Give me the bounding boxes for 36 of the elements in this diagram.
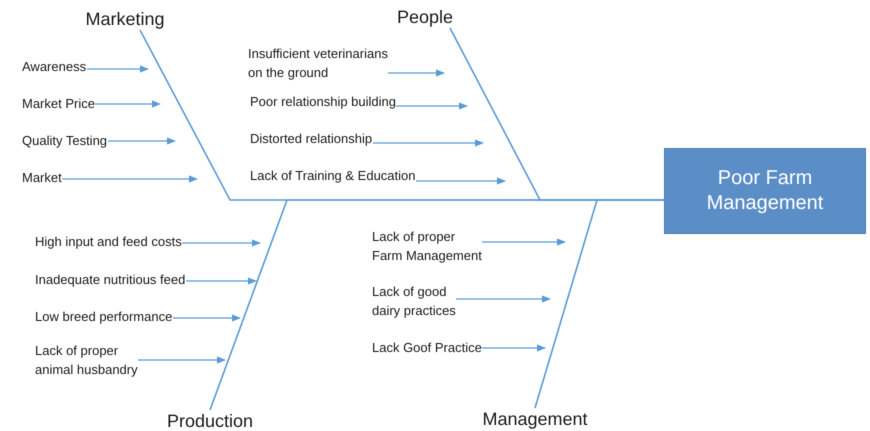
cause-label: Lack of good dairy practices (372, 282, 456, 320)
cause-arrow (95, 100, 161, 108)
category-label: Marketing (70, 8, 180, 30)
cause-label: Lack Goof Practice (372, 338, 482, 357)
cause-label: Lack of proper animal husbandry (35, 341, 138, 379)
cause-label: Lack of Training & Education (250, 166, 416, 185)
category-label: Management (478, 408, 592, 430)
bone-line (534, 199, 664, 408)
cause-arrow (456, 295, 551, 303)
cause-label: Market Price (22, 94, 95, 113)
cause-label: Quality Testing (22, 131, 108, 150)
cause-arrow (416, 177, 506, 185)
cause-arrow (87, 65, 149, 73)
cause-arrow (173, 314, 241, 322)
cause-label: Low breed performance (35, 307, 173, 326)
cause-arrow (62, 175, 198, 183)
cause-arrow (482, 344, 546, 352)
cause-arrow (396, 102, 468, 110)
cause-arrow (182, 239, 261, 247)
cause-label: Insufficient veterinarians on the ground (248, 44, 388, 82)
category-label: Production (160, 410, 260, 431)
cause-label: Distorted relationship (250, 129, 373, 148)
cause-arrow (186, 277, 257, 285)
cause-arrow (138, 356, 226, 364)
cause-arrow (373, 139, 484, 147)
effect-box: Poor Farm Management (664, 148, 866, 234)
cause-label: Market (22, 168, 62, 187)
cause-label: Poor relationship building (250, 92, 396, 111)
category-label: People (375, 6, 475, 28)
cause-arrow (482, 238, 566, 246)
cause-label: High input and feed costs (35, 232, 182, 251)
cause-arrow (108, 137, 176, 145)
cause-label: Inadequate nutritious feed (35, 270, 186, 289)
cause-label: Lack of proper Farm Management (372, 227, 482, 265)
cause-arrow (388, 69, 445, 77)
cause-label: Awareness (22, 57, 87, 76)
